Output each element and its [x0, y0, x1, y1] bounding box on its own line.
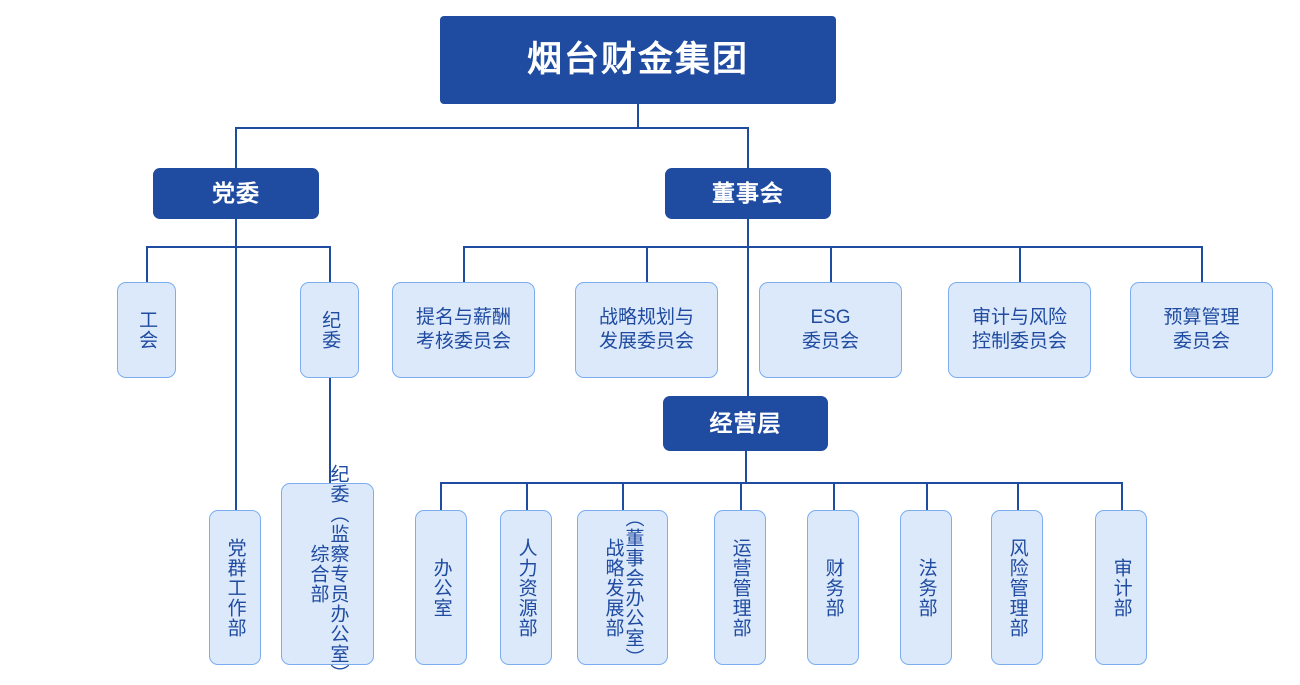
connector-board-stem — [747, 219, 749, 247]
node-dept-office[interactable]: 办公室 — [415, 510, 467, 665]
connector-to-dept-8 — [1121, 482, 1123, 510]
connector-to-dept-7 — [1017, 482, 1019, 510]
node-dept-finance[interactable]: 财务部 — [807, 510, 859, 665]
node-label: 办公室 — [430, 557, 452, 618]
node-committee-strategy-development[interactable]: 战略规划与 发展委员会 — [575, 282, 718, 378]
connector-to-committee-3 — [830, 246, 832, 282]
node-dept-human-resources[interactable]: 人力资源部 — [500, 510, 552, 665]
node-label-line2: 发展委员会 — [598, 331, 694, 352]
node-label: 法务部 — [915, 557, 937, 618]
node-label-main: 战略发展部 — [602, 537, 624, 638]
node-label-sub: 纪委（监察专员办公室） — [327, 464, 349, 684]
node-label-line2: 委员会 — [1172, 331, 1230, 352]
node-dept-party-affairs[interactable]: 党群工作部 — [209, 510, 261, 665]
connector-board-to-management — [747, 246, 749, 396]
node-label: 纪委 — [319, 310, 341, 350]
node-label-sub: （董事会办公室） — [622, 507, 644, 668]
node-root-company[interactable]: 烟台财金集团 — [440, 16, 836, 104]
connector-to-discipline — [329, 246, 331, 282]
node-dept-audit[interactable]: 审计部 — [1095, 510, 1147, 665]
connector-to-dept-5 — [833, 482, 835, 510]
node-label: 党群工作部 — [224, 537, 246, 638]
connector-root-stem — [637, 104, 639, 128]
connector-to-committee-4 — [1019, 246, 1021, 282]
connector-to-dept-6 — [926, 482, 928, 510]
connector-to-party — [235, 127, 237, 168]
node-label-line1: ESG — [810, 306, 851, 328]
node-discipline-committee[interactable]: 纪委 — [300, 282, 359, 378]
connector-party-bus — [146, 246, 330, 248]
connector-management-stem — [745, 451, 747, 483]
node-label: 运营管理部 — [729, 537, 751, 638]
node-dept-operations-management[interactable]: 运营管理部 — [714, 510, 766, 665]
connector-to-party-affairs-dept — [235, 246, 237, 516]
node-board-of-directors[interactable]: 董事会 — [665, 168, 831, 219]
node-label-line2: 委员会 — [801, 331, 859, 352]
connector-root-bus — [235, 127, 749, 129]
node-label: 工会 — [136, 310, 158, 350]
connector-to-committee-2 — [646, 246, 648, 282]
node-label: 人力资源部 — [515, 537, 537, 638]
node-labor-union[interactable]: 工会 — [117, 282, 176, 378]
connector-to-union — [146, 246, 148, 282]
node-committee-esg[interactable]: ESG 委员会 — [759, 282, 902, 378]
node-dept-strategy-development-board-office[interactable]: 战略发展部 （董事会办公室） — [577, 507, 668, 668]
node-label: 烟台财金集团 — [526, 39, 749, 79]
node-label-line2: 控制委员会 — [971, 331, 1067, 352]
node-label: 审计部 — [1110, 557, 1132, 618]
node-label: 财务部 — [822, 557, 844, 618]
connector-management-bus — [440, 482, 1122, 484]
node-dept-legal-affairs[interactable]: 法务部 — [900, 510, 952, 665]
connector-to-general-office — [329, 378, 331, 483]
node-label-main: 综合部 — [307, 544, 329, 604]
node-dept-risk-management[interactable]: 风险管理部 — [991, 510, 1043, 665]
node-management-level[interactable]: 经营层 — [663, 396, 828, 451]
node-label-line2: 考核委员会 — [415, 331, 511, 352]
node-label-line1: 审计与风险 — [971, 306, 1067, 328]
connector-board-bus — [463, 246, 1202, 248]
connector-to-committee-1 — [463, 246, 465, 282]
node-label: 经营层 — [709, 409, 782, 436]
connector-to-board — [747, 127, 749, 168]
connector-to-dept-4 — [740, 482, 742, 510]
node-label: 董事会 — [712, 179, 784, 206]
node-dept-general-office-discipline[interactable]: 综合部 纪委（监察专员办公室） — [281, 464, 374, 684]
connector-to-dept-3 — [622, 482, 624, 510]
node-label-line1: 战略规划与 — [598, 306, 694, 328]
connector-to-dept-1 — [440, 482, 442, 510]
connector-to-dept-2 — [526, 482, 528, 510]
node-committee-budget-management[interactable]: 预算管理 委员会 — [1130, 282, 1273, 378]
connector-to-committee-5 — [1201, 246, 1203, 282]
node-label: 党委 — [212, 179, 260, 206]
connector-party-stem — [235, 219, 237, 247]
node-label: 风险管理部 — [1006, 537, 1028, 638]
node-label-line1: 提名与薪酬 — [415, 306, 511, 328]
node-label-line1: 预算管理 — [1163, 306, 1240, 328]
node-party-committee[interactable]: 党委 — [153, 168, 319, 219]
node-committee-audit-risk-control[interactable]: 审计与风险 控制委员会 — [948, 282, 1091, 378]
node-committee-nomination-compensation[interactable]: 提名与薪酬 考核委员会 — [392, 282, 535, 378]
